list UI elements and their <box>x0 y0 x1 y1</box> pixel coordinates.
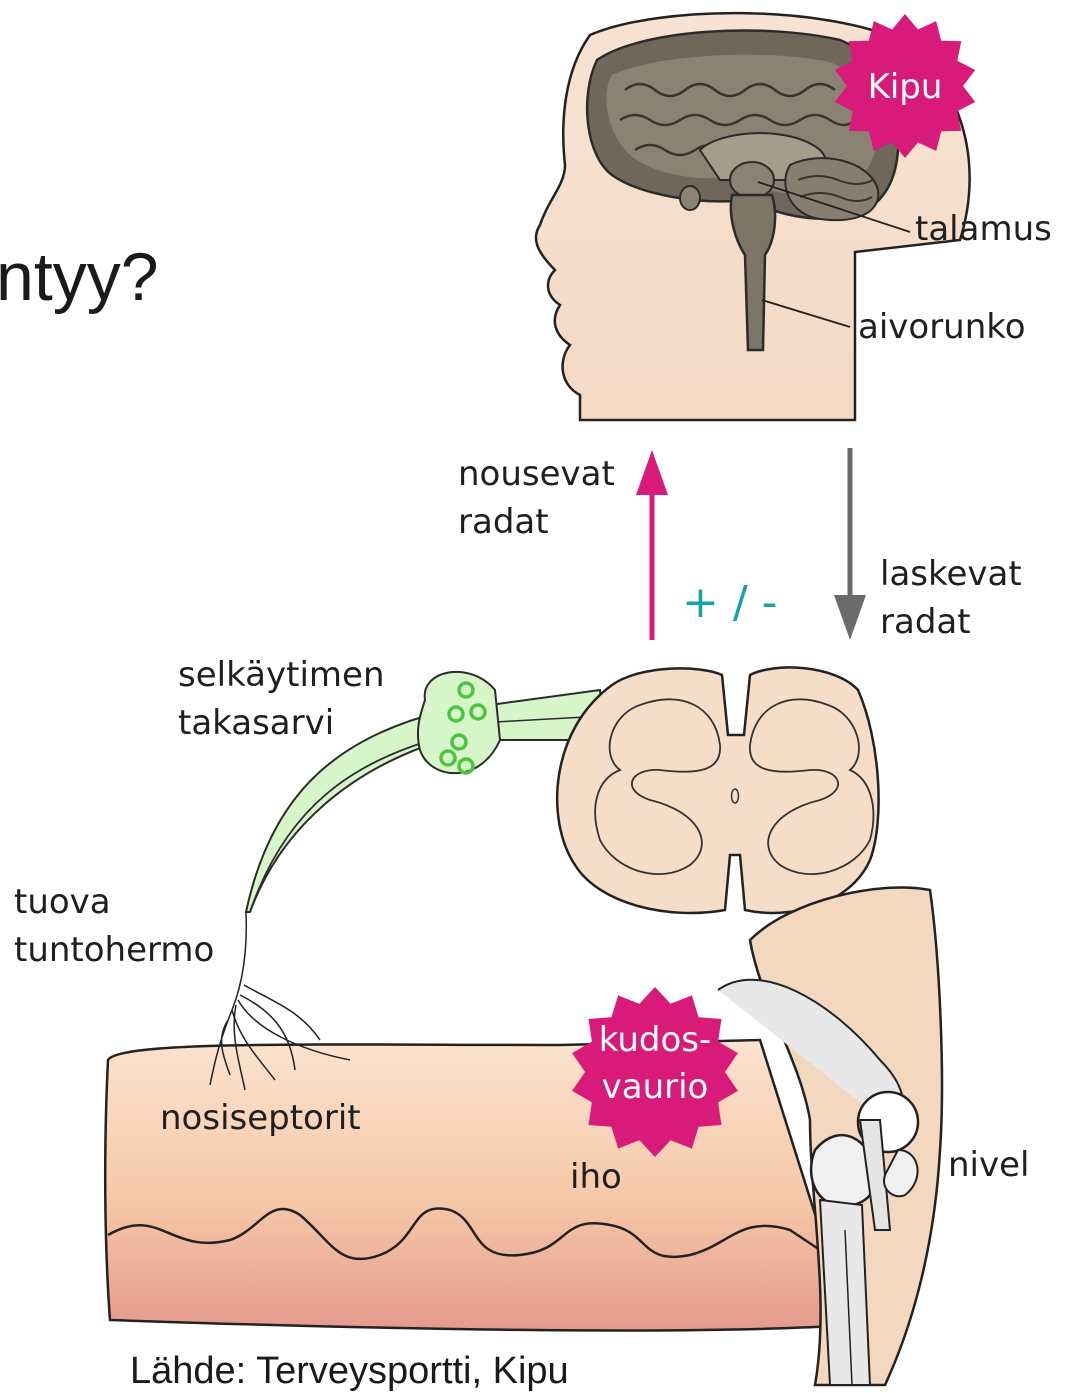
label-talamus: talamus <box>915 209 1052 249</box>
label-tuntohermo: tuntohermo <box>14 930 214 970</box>
svg-text:vaurio: vaurio <box>602 1067 709 1107</box>
ascending-arrow <box>636 450 668 640</box>
svg-text:kudos-: kudos- <box>599 1020 712 1060</box>
skin-block <box>105 1040 850 1330</box>
label-laskevat: laskevat <box>880 554 1022 594</box>
modulation-sign: + / - <box>682 577 778 628</box>
label-iho: iho <box>570 1157 622 1197</box>
label-nosiseptorit: nosiseptorit <box>160 1098 361 1138</box>
descending-arrow <box>834 448 866 640</box>
label-laskevat-radat: radat <box>880 602 971 642</box>
label-aivorunko: aivorunko <box>858 307 1026 347</box>
svg-text:Kipu: Kipu <box>868 67 943 107</box>
label-nousevat-radat: radat <box>458 502 549 542</box>
label-selkaytimen: selkäytimen <box>178 655 385 695</box>
label-nivel: nivel <box>948 1145 1029 1185</box>
label-nousevat: nousevat <box>458 454 615 494</box>
source-caption: Lähde: Terveysportti, Kipu <box>130 1350 569 1393</box>
spinal-cord <box>557 667 878 913</box>
label-takasarvi: takasarvi <box>178 703 334 743</box>
label-tuova: tuova <box>14 882 111 922</box>
